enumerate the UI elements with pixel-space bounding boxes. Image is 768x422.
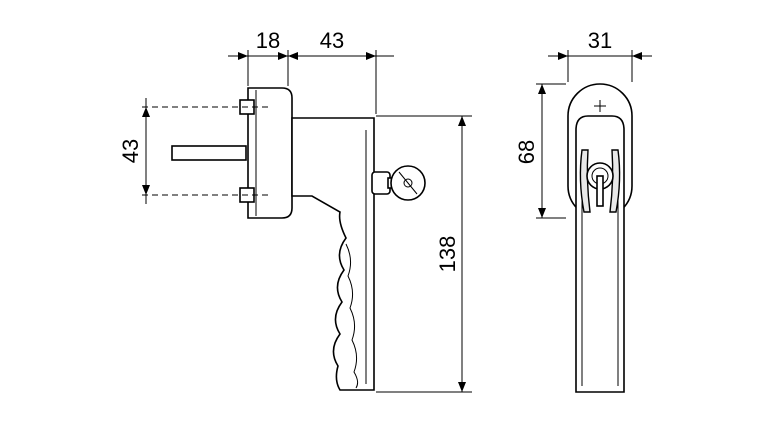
side-view: 18 43 43 138 [118,28,472,393]
dim-handle-length: 138 [435,236,460,273]
spindle [171,145,247,161]
dim-handle-offset: 43 [320,28,344,53]
dim-rose-height: 68 [514,140,539,164]
front-view: 31 68 [514,28,652,393]
dim-bolt-spacing: 43 [118,139,143,163]
key-icon [371,165,426,201]
rose-plate [247,87,293,219]
dim-rose-width: 31 [588,28,612,53]
lock-cylinder-icon [586,162,614,207]
handle-side [291,117,375,391]
dim-rose-depth: 18 [256,28,280,53]
